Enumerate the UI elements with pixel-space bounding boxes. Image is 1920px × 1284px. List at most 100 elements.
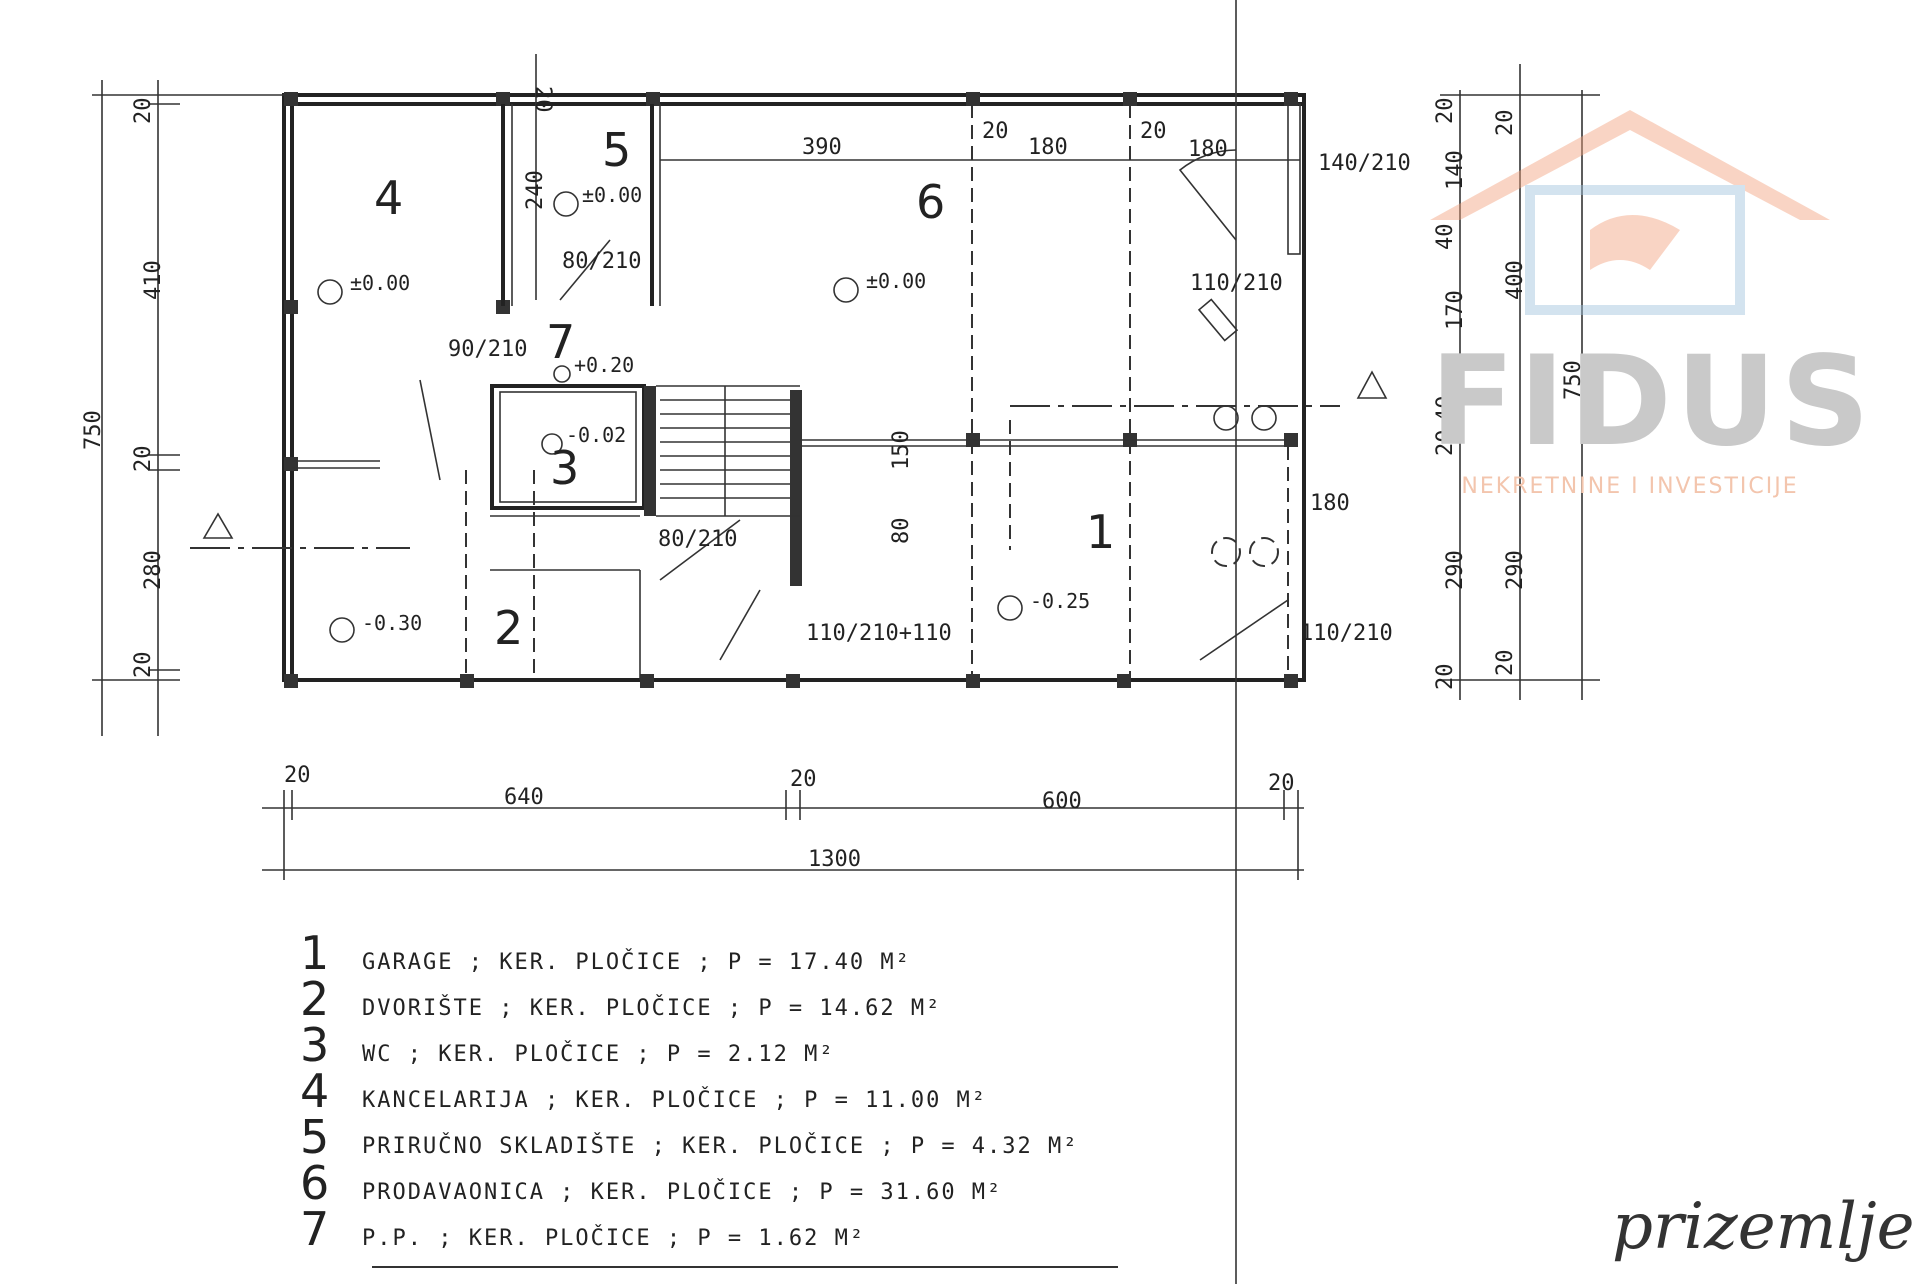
dim-left-2: 410: [141, 260, 166, 300]
dim-right-4: 170: [1443, 290, 1468, 330]
column: [1117, 674, 1131, 688]
drain: [1211, 537, 1241, 567]
legend-text: WC ; KER. PLOČICE ; P = 2.12 M²: [362, 1042, 835, 1067]
door-label-2: 110/210: [1300, 621, 1393, 646]
legend-number: 6: [300, 1156, 330, 1210]
fidus-logo: [1430, 110, 1830, 315]
column: [496, 300, 510, 314]
dim-top-5: 180: [1028, 135, 1068, 160]
legend-item: 6 PRODAVAONICA ; KER. PLOČICE ; P = 31.6…: [300, 1160, 1160, 1206]
dim-left-1: 20: [131, 98, 156, 125]
room-number-6: 6: [916, 175, 945, 229]
level-marker: [317, 279, 343, 305]
legend-text: KANCELARIJA ; KER. PLOČICE ; P = 11.00 M…: [362, 1088, 988, 1113]
door-labels: 140/210 110/210 110/210 90/210 80/210 80…: [448, 151, 1411, 646]
column: [1123, 92, 1137, 106]
legend-item: 4 KANCELARIJA ; KER. PLOČICE ; P = 11.00…: [300, 1068, 1160, 1114]
legend-number: 4: [300, 1064, 330, 1118]
dim-bottom-4: 600: [1042, 789, 1082, 814]
level-value-1: -0.25: [1030, 589, 1090, 613]
level-value-4: ±0.00: [350, 271, 410, 295]
level-marker: [553, 365, 571, 383]
dim-right-inner-1: 20: [1493, 110, 1518, 137]
door-swing: [719, 589, 761, 661]
dim-top-7: 180: [1188, 137, 1228, 162]
level-marker: [997, 595, 1023, 621]
column: [284, 457, 298, 471]
dim-bottom-1: 20: [284, 763, 311, 788]
dim-top-1: 20: [530, 86, 555, 113]
dim-right-3: 40: [1433, 224, 1458, 251]
room-number-7: 7: [546, 315, 575, 369]
column: [284, 674, 298, 688]
outer-wall: [282, 93, 1306, 682]
door-label-4: 90/210: [448, 337, 527, 362]
bottom-dimension-chain: 20 640 20 600 20 1300: [262, 763, 1304, 880]
legend-item: 2 DVORIŠTE ; KER. PLOČICE ; P = 14.62 M²: [300, 976, 1160, 1022]
level-value-5: ±0.00: [582, 183, 642, 207]
dim-right-6: 20: [1433, 430, 1458, 457]
legend-item: 1 GARAGE ; KER. PLOČICE ; P = 17.40 M²: [300, 930, 1160, 976]
legend-item: 7 P.P. ; KER. PLOČICE ; P = 1.62 M²: [300, 1206, 1160, 1252]
dim-right-8: 20: [1433, 664, 1458, 691]
stair-arrow: [659, 519, 741, 581]
dim-right-inner-4: 290: [1503, 550, 1528, 590]
door-label-7: 180: [1310, 491, 1350, 516]
legend-underline: [372, 1266, 1118, 1268]
dim-left-3: 750: [81, 410, 106, 450]
drain: [1249, 537, 1279, 567]
drain: [1251, 405, 1277, 431]
window: [1287, 103, 1301, 255]
legend-item: 5 PRIRUČNO SKLADIŠTE ; KER. PLOČICE ; P …: [300, 1114, 1160, 1160]
dim-top-2: 240: [523, 170, 548, 210]
column: [460, 674, 474, 688]
legend-number: 7: [300, 1202, 330, 1256]
staircase: [659, 386, 790, 581]
dim-top-6: 20: [1140, 119, 1167, 144]
door-label-9: 80: [889, 518, 914, 545]
column: [1284, 674, 1298, 688]
column: [646, 92, 660, 106]
column: [786, 674, 800, 688]
dashed-lines: [465, 104, 1289, 676]
door-label-5: 80/210: [562, 249, 641, 274]
legend-number: 3: [300, 1018, 330, 1072]
level-marker: [553, 191, 579, 217]
room-legend: 1 GARAGE ; KER. PLOČICE ; P = 17.40 M² 2…: [300, 930, 1160, 1252]
room-number-2: 2: [494, 601, 523, 655]
logo-house: [1525, 185, 1745, 315]
level-markers: [317, 191, 1023, 643]
dim-top-3: 390: [802, 135, 842, 160]
door-swing: [559, 239, 611, 301]
door-swings: [419, 149, 1289, 661]
handwritten-floor-label: prizemlje: [1612, 1190, 1915, 1264]
drain: [1213, 405, 1239, 431]
dim-bottom-5: 20: [1268, 771, 1295, 796]
dim-right-inner-5: 20: [1493, 650, 1518, 677]
dim-right-inner-3: 750: [1561, 360, 1586, 400]
column: [284, 92, 298, 106]
watermark-brand: FIDUS: [1430, 330, 1874, 474]
dim-top-4: 20: [982, 119, 1009, 144]
right-dimension-chains: 20 140 40 170 40 20 290 20 20 400 750 29…: [1433, 64, 1600, 700]
door-label-6: 80/210: [658, 527, 737, 552]
door-label-1: 140/210: [1318, 151, 1411, 176]
dim-right-7: 290: [1443, 550, 1468, 590]
dim-right-5: 40: [1433, 396, 1458, 423]
section-marker-right: [1356, 370, 1388, 399]
door-label-10: 110/210+110: [806, 621, 952, 646]
column: [496, 92, 510, 106]
room-number-5: 5: [602, 123, 631, 177]
handshake-icon: [1590, 215, 1680, 270]
legend-text: PRIRUČNO SKLADIŠTE ; KER. PLOČICE ; P = …: [362, 1134, 1079, 1159]
legend-item: 3 WC ; KER. PLOČICE ; P = 2.12 M²: [300, 1022, 1160, 1068]
watermark-tagline: NEKRETNINE I INVESTICIJE: [1461, 474, 1799, 499]
dim-right-inner-2: 400: [1503, 260, 1528, 300]
level-marker: [833, 277, 859, 303]
stair-wall: [790, 390, 802, 586]
level-value-6: ±0.00: [866, 269, 926, 293]
section-marker-left: [202, 512, 234, 539]
legend-text: DVORIŠTE ; KER. PLOČICE ; P = 14.62 M²: [362, 996, 942, 1021]
dim-right-2: 140: [1443, 150, 1468, 190]
left-dimension-chain: 20 410 750 20 280 20: [81, 80, 284, 736]
